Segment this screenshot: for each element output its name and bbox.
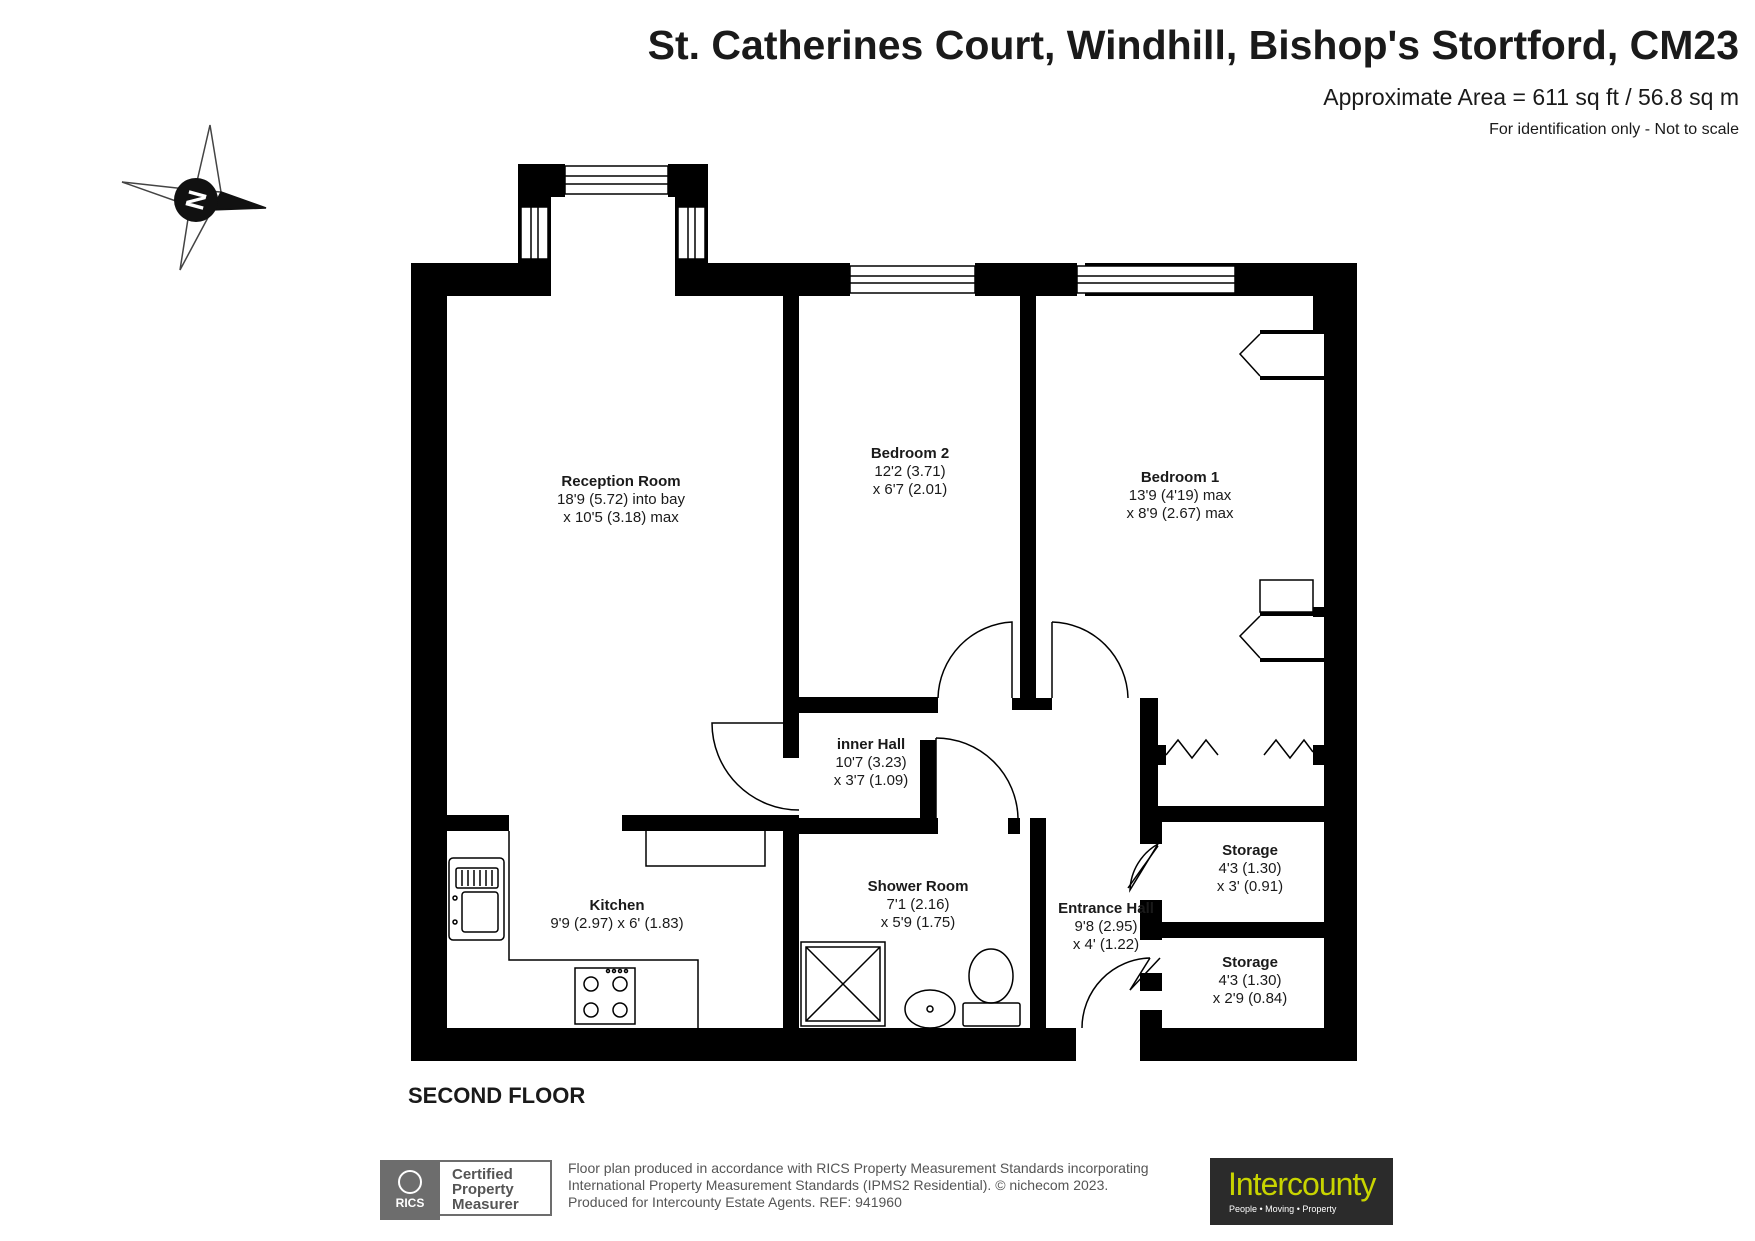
storage2-dim2: x 2'9 (0.84): [1213, 990, 1288, 1007]
shower-room-dim2: x 5'9 (1.75): [881, 914, 956, 931]
intercounty-tagline: People • Moving • Property: [1229, 1204, 1337, 1214]
footer-line3: Produced for Intercounty Estate Agents. …: [568, 1194, 902, 1210]
bedroom2-dim2: x 6'7 (2.01): [873, 481, 948, 498]
rics-certified-text: Certified Property Measurer: [440, 1160, 552, 1216]
rics-cert-line2: Property: [452, 1181, 514, 1198]
shower-fittings: [800, 941, 1021, 1029]
compass-rose-icon: N: [121, 124, 267, 271]
shower-room-name: Shower Room: [868, 878, 969, 895]
bedroom1-dim2: x 8'9 (2.67) max: [1126, 505, 1234, 522]
entrance-hall-dim2: x 4' (1.22): [1073, 936, 1139, 953]
entrance-hall-dim1: 9'8 (2.95): [1075, 918, 1138, 935]
doors: [711, 333, 1314, 1029]
kitchen-name: Kitchen: [589, 897, 644, 914]
storage2-dim1: 4'3 (1.30): [1219, 972, 1282, 989]
bedroom1-name: Bedroom 1: [1141, 469, 1219, 486]
rics-cert-line3: Measurer: [452, 1196, 519, 1213]
kitchen-fittings: [448, 831, 766, 1028]
shower-room-dim1: 7'1 (2.16): [887, 896, 950, 913]
bedroom2-name: Bedroom 2: [871, 445, 949, 462]
footer-line2: International Property Measurement Stand…: [568, 1177, 1109, 1193]
intercounty-brand: Intercounty: [1228, 1166, 1376, 1202]
bedroom1-dim1: 13'9 (4'19) max: [1129, 487, 1232, 504]
reception-room-name: Reception Room: [561, 473, 680, 490]
storage2-name: Storage: [1222, 954, 1278, 971]
entrance-hall-name: Entrance Hall: [1058, 900, 1154, 917]
storage1-dim1: 4'3 (1.30): [1219, 860, 1282, 877]
inner-hall-name: inner Hall: [837, 736, 905, 753]
footer-line1: Floor plan produced in accordance with R…: [568, 1160, 1149, 1176]
windows: [520, 165, 1236, 294]
reception-room-dim1: 18'9 (5.72) into bay: [557, 491, 685, 508]
rics-certified-badge: RICS Certified Property Measurer: [380, 1160, 556, 1220]
property-address-title: St. Catherines Court, Windhill, Bishop's…: [647, 22, 1739, 68]
identification-note: For identification only - Not to scale: [1489, 121, 1739, 138]
intercounty-logo: Intercounty People • Moving • Property: [1210, 1158, 1393, 1225]
rics-logo: RICS: [380, 1160, 440, 1220]
reception-room-dim2: x 10'5 (3.18) max: [563, 509, 679, 526]
inner-hall-dim2: x 3'7 (1.09): [834, 772, 909, 789]
storage1-dim2: x 3' (0.91): [1217, 878, 1283, 895]
rics-cert-line1: Certified: [452, 1166, 513, 1183]
approximate-area: Approximate Area = 611 sq ft / 56.8 sq m: [1323, 84, 1739, 110]
rics-label: RICS: [395, 1196, 425, 1210]
storage1-name: Storage: [1222, 842, 1278, 859]
floor-label: SECOND FLOOR: [408, 1083, 586, 1108]
inner-hall-dim1: 10'7 (3.23): [835, 754, 906, 771]
walls: [411, 164, 1357, 1061]
footer-notice: Floor plan produced in accordance with R…: [568, 1160, 1149, 1211]
rics-emblem-icon: [398, 1170, 422, 1194]
kitchen-dim1: 9'9 (2.97) x 6' (1.83): [550, 915, 683, 932]
bedroom2-dim1: 12'2 (3.71): [874, 463, 945, 480]
